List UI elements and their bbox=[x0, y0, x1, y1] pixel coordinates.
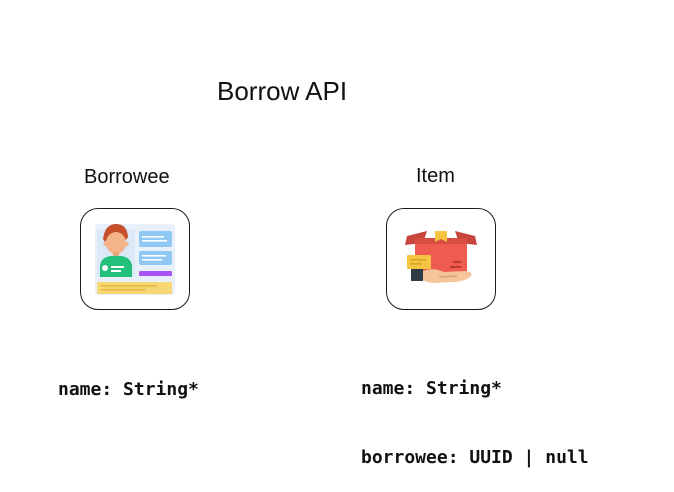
item-fields: name: String* borrowee: UUID | null bbox=[361, 331, 589, 492]
item-field-borrowee: borrowee: UUID | null bbox=[361, 447, 589, 468]
item-card bbox=[386, 208, 496, 310]
borrowee-fields: name: String* bbox=[58, 332, 199, 424]
borrowee-card bbox=[80, 208, 190, 310]
borrowee-entity-title: Borrowee bbox=[84, 166, 170, 188]
borrowee-field-name: name: String* bbox=[58, 379, 199, 400]
diagram-title: Borrow API bbox=[217, 76, 348, 106]
package-in-hand-icon bbox=[405, 231, 477, 283]
id-card-icon bbox=[95, 224, 175, 295]
item-field-name: name: String* bbox=[361, 378, 502, 399]
item-entity-title: Item bbox=[416, 165, 455, 187]
